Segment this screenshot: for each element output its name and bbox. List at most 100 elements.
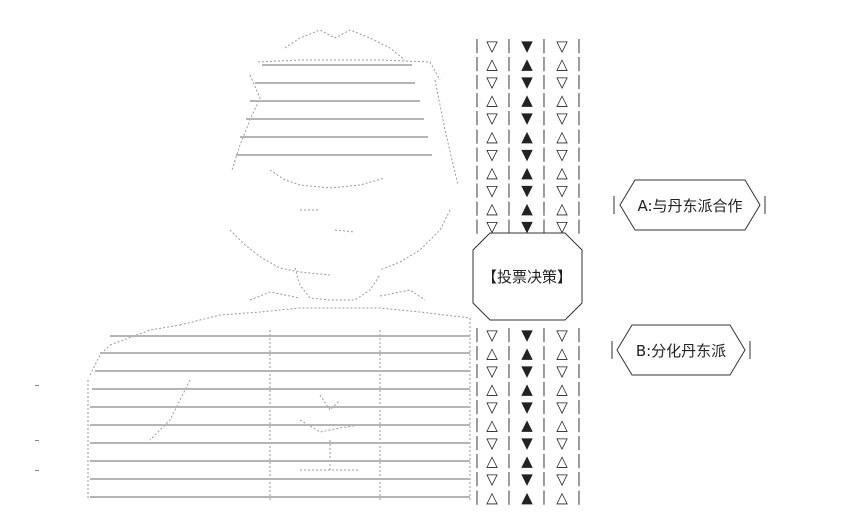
down-triangle-icon: ▽ — [486, 326, 498, 344]
column-separator: | — [577, 182, 582, 198]
down-triangle-icon: ▼ — [521, 109, 533, 127]
up-triangle-icon: △ — [486, 488, 498, 506]
column-separator: | — [475, 471, 480, 487]
down-triangle-icon: ▼ — [521, 434, 533, 452]
up-triangle-icon: △ — [486, 55, 498, 73]
up-triangle-icon: △ — [486, 380, 498, 398]
column-separator: | — [475, 56, 480, 72]
column-separator: | — [507, 146, 512, 162]
column-separator: | — [542, 381, 547, 397]
up-triangle-icon: ▲ — [521, 488, 533, 506]
up-triangle-icon: △ — [556, 91, 568, 109]
column-separator: | — [507, 435, 512, 451]
option-b[interactable]: B:分化丹东派 — [611, 324, 751, 376]
column-separator: | — [542, 363, 547, 379]
column-separator: | — [577, 363, 582, 379]
up-triangle-icon: △ — [556, 344, 568, 362]
column-separator: | — [577, 38, 582, 54]
column-separator: | — [577, 219, 582, 235]
column-separator: | — [577, 56, 582, 72]
column-separator: | — [475, 453, 480, 469]
column-separator: | — [475, 327, 480, 343]
up-triangle-icon: △ — [556, 380, 568, 398]
option-a-label: A:与丹东派合作 — [637, 197, 742, 215]
up-triangle-icon: ▲ — [521, 91, 533, 109]
option-b-frame — [616, 324, 746, 376]
column-separator: | — [507, 92, 512, 108]
column-separator: | — [507, 471, 512, 487]
column-separator: | — [475, 146, 480, 162]
down-triangle-icon: ▽ — [486, 398, 498, 416]
down-triangle-icon: ▽ — [556, 434, 568, 452]
column-separator: | — [542, 38, 547, 54]
down-triangle-icon: ▼ — [521, 362, 533, 380]
down-triangle-icon: ▽ — [556, 470, 568, 488]
column-separator: | — [577, 327, 582, 343]
column-separator: | — [577, 399, 582, 415]
down-triangle-icon: ▽ — [486, 181, 498, 199]
column-separator: | — [475, 110, 480, 126]
down-triangle-icon: ▽ — [486, 73, 498, 91]
column-separator: | — [577, 164, 582, 180]
column-separator: | — [542, 219, 547, 235]
column-separator: | — [542, 345, 547, 361]
column-separator: | — [542, 399, 547, 415]
vote-decision-box: 【投票决策】 — [472, 232, 583, 321]
column-separator: | — [577, 92, 582, 108]
vote-box-frame — [472, 232, 583, 321]
column-separator: | — [577, 74, 582, 90]
column-separator: | — [577, 128, 582, 144]
column-separator: | — [542, 146, 547, 162]
down-triangle-icon: ▼ — [521, 398, 533, 416]
column-separator: | — [475, 128, 480, 144]
up-triangle-icon: △ — [556, 488, 568, 506]
vote-box-label: 【投票决策】 — [482, 268, 572, 286]
column-separator: | — [577, 345, 582, 361]
option-a-frame — [619, 179, 761, 231]
down-triangle-icon: ▽ — [486, 109, 498, 127]
column-separator: | — [475, 417, 480, 433]
column-separator: | — [475, 182, 480, 198]
column-separator: | — [475, 399, 480, 415]
option-a[interactable]: A:与丹东派合作 — [613, 179, 766, 231]
column-separator: | — [577, 453, 582, 469]
up-triangle-icon: ▲ — [521, 163, 533, 181]
down-triangle-icon: ▽ — [486, 470, 498, 488]
left-ticks — [35, 385, 39, 471]
column-separator: | — [577, 417, 582, 433]
up-triangle-icon: ▲ — [521, 199, 533, 217]
option-b-label: B:分化丹东派 — [636, 342, 726, 360]
down-triangle-icon: ▽ — [486, 37, 498, 55]
column-separator: | — [542, 453, 547, 469]
column-separator: | — [507, 363, 512, 379]
column-separator: | — [542, 182, 547, 198]
down-triangle-icon: ▽ — [486, 218, 498, 236]
down-triangle-icon: ▽ — [556, 398, 568, 416]
vote-columns: | | | | ▽ ▼ ▽ | | | | △ ▲ △ | | | | ▽ ▼ ▽ | | | | △ ▲ △ | | | | ▽ ▼ ▽ | | | | △… — [475, 37, 582, 506]
up-triangle-icon: △ — [556, 55, 568, 73]
column-separator: | — [507, 182, 512, 198]
down-triangle-icon: ▽ — [486, 434, 498, 452]
column-separator: | — [475, 92, 480, 108]
down-triangle-icon: ▽ — [556, 326, 568, 344]
column-separator: | — [577, 381, 582, 397]
column-separator: | — [507, 381, 512, 397]
column-separator: | — [475, 345, 480, 361]
down-triangle-icon: ▼ — [521, 181, 533, 199]
column-separator: | — [475, 38, 480, 54]
up-triangle-icon: △ — [556, 452, 568, 470]
column-separator: | — [475, 435, 480, 451]
column-separator: | — [542, 435, 547, 451]
column-separator: | — [507, 489, 512, 505]
down-triangle-icon: ▼ — [521, 470, 533, 488]
down-triangle-icon: ▼ — [521, 37, 533, 55]
column-separator: | — [507, 345, 512, 361]
up-triangle-icon: ▲ — [521, 452, 533, 470]
column-separator: | — [475, 164, 480, 180]
up-triangle-icon: ▲ — [521, 127, 533, 145]
column-separator: | — [542, 200, 547, 216]
up-triangle-icon: △ — [486, 127, 498, 145]
up-triangle-icon: △ — [486, 344, 498, 362]
up-triangle-icon: △ — [486, 163, 498, 181]
